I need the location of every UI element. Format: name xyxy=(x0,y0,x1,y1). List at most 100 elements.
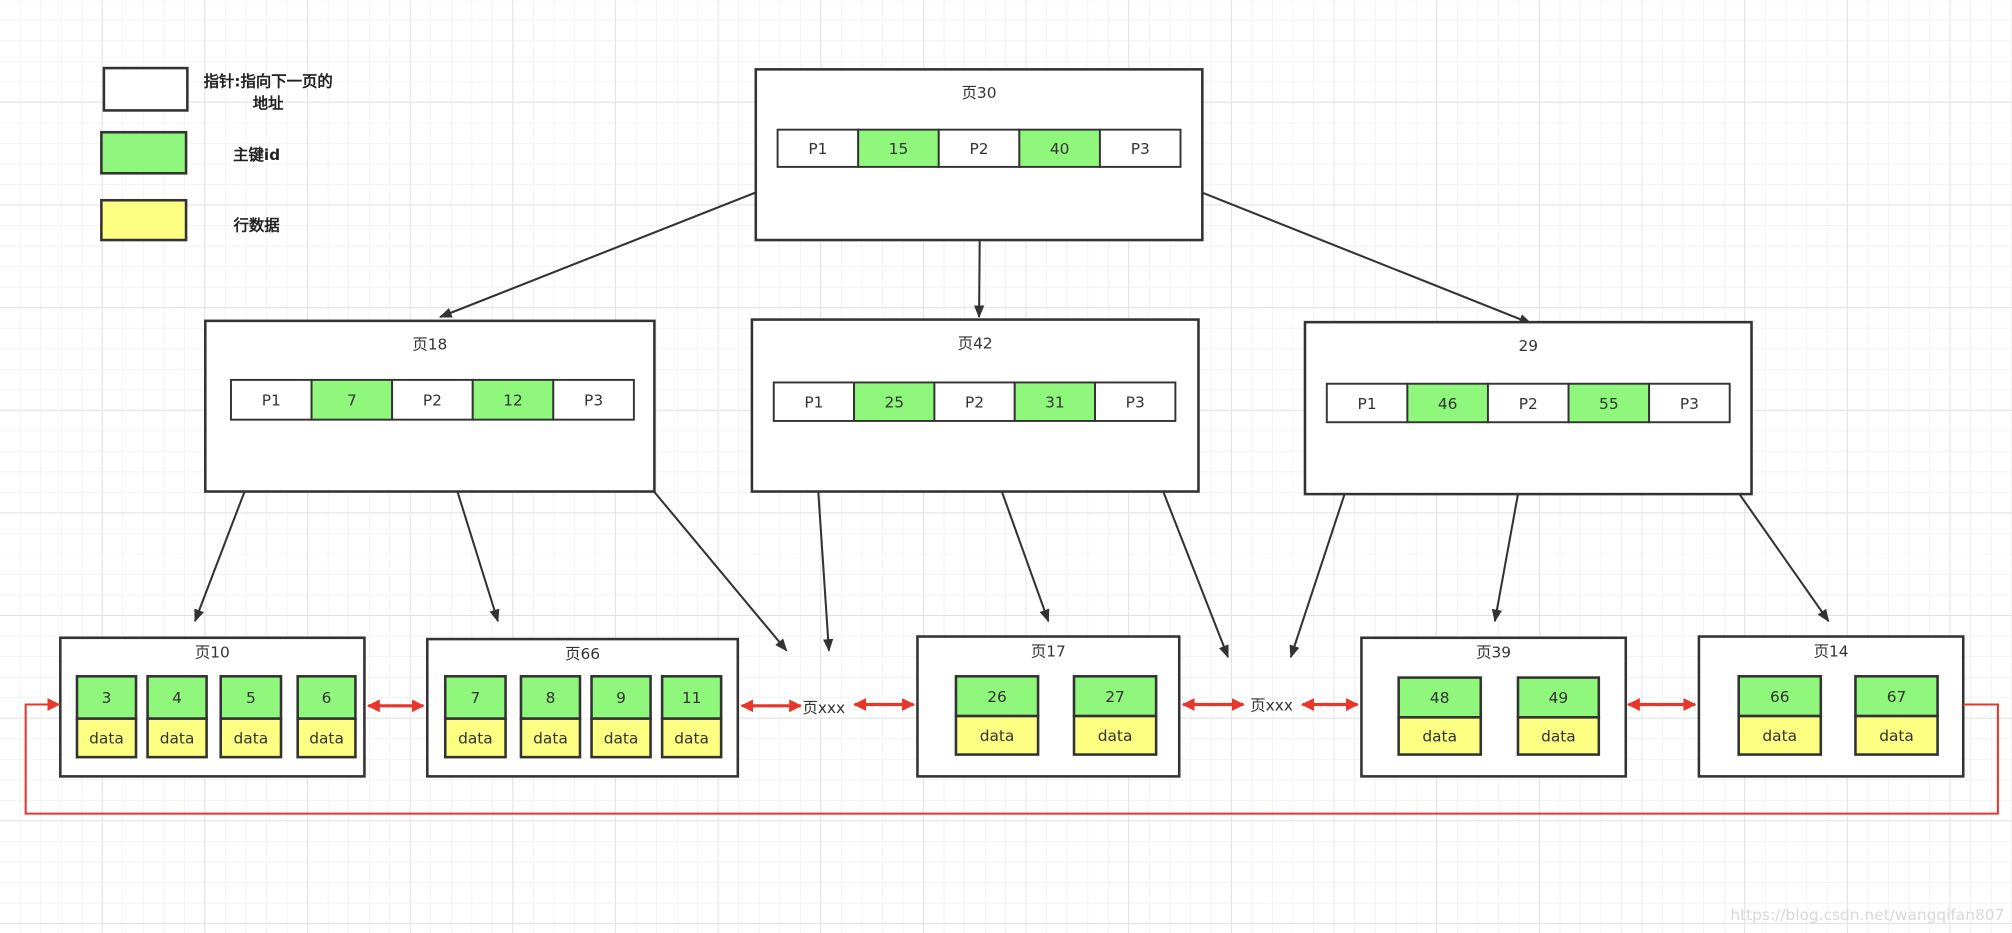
record-data: data xyxy=(309,730,344,748)
record-data: data xyxy=(234,730,269,748)
legend-data-swatch xyxy=(100,198,188,242)
record-key-cell xyxy=(443,675,507,720)
legend-data-label: 行数据 xyxy=(233,215,281,234)
placeholder-page-label: 页xxx xyxy=(1250,696,1293,714)
record-key: 49 xyxy=(1549,689,1569,707)
record-data: data xyxy=(533,730,568,748)
record-data-cell xyxy=(519,717,582,759)
record-key: 7 xyxy=(471,689,481,707)
pointer-label: P1 xyxy=(808,140,827,158)
key-value: 25 xyxy=(884,393,904,411)
key-value: 55 xyxy=(1599,395,1619,413)
record-data: data xyxy=(1098,727,1133,745)
key-cell xyxy=(1013,381,1097,422)
record-data: data xyxy=(604,730,639,748)
record-key: 5 xyxy=(246,689,256,707)
record-data: data xyxy=(160,730,195,748)
pointer-label: P1 xyxy=(262,392,281,410)
leaf-page-title: 页14 xyxy=(1814,642,1849,660)
pointer-label: P2 xyxy=(970,140,989,158)
pointer-label: P2 xyxy=(965,393,984,411)
record-key-cell xyxy=(1737,675,1823,718)
record-data-cell xyxy=(1516,716,1601,756)
key-cell xyxy=(1567,382,1651,424)
record-data-cell xyxy=(75,717,138,759)
pointer-label: P1 xyxy=(1358,395,1377,413)
record-data-cell xyxy=(1072,714,1158,756)
record-data-cell xyxy=(146,717,208,759)
root-page-title: 页30 xyxy=(962,84,997,102)
record-key-cell xyxy=(954,675,1040,718)
record-data-cell xyxy=(1854,714,1939,756)
pointer-cell xyxy=(552,378,635,421)
pointer-label: P2 xyxy=(1519,395,1538,413)
record-key: 48 xyxy=(1430,689,1450,707)
pointer-cell xyxy=(1098,128,1182,168)
key-value: 15 xyxy=(889,140,909,158)
key-cell xyxy=(1406,382,1489,424)
pointer-cell xyxy=(776,128,860,168)
watermark: https://blog.csdn.net/wangqifan807 xyxy=(1730,906,2004,924)
record-key: 11 xyxy=(682,689,702,707)
pointer-cell xyxy=(1648,382,1731,424)
record-data: data xyxy=(674,730,709,748)
pointer-cell xyxy=(230,378,313,421)
pointer-label: P2 xyxy=(423,392,442,410)
record-key-cell xyxy=(519,675,582,720)
pointer-label: P1 xyxy=(804,393,823,411)
record-key: 26 xyxy=(987,688,1007,706)
record-data-cell xyxy=(443,717,507,759)
key-value: 7 xyxy=(347,392,357,410)
pointer-label: P3 xyxy=(1680,395,1699,413)
record-data-cell xyxy=(660,717,723,759)
pointer-cell xyxy=(933,381,1016,422)
record-key: 27 xyxy=(1105,688,1125,706)
record-data-cell xyxy=(954,714,1040,756)
record-data: data xyxy=(458,730,493,748)
legend-key-swatch xyxy=(100,130,188,175)
record-key: 3 xyxy=(102,689,112,707)
key-value: 31 xyxy=(1045,393,1065,411)
record-data: data xyxy=(1879,727,1914,745)
pointer-cell xyxy=(937,128,1021,168)
pointer-label: P3 xyxy=(584,392,603,410)
record-key: 6 xyxy=(322,689,332,707)
record-key-cell xyxy=(590,675,652,720)
record-data-cell xyxy=(1737,714,1823,756)
record-data-cell xyxy=(296,717,357,759)
record-key-cell xyxy=(1516,676,1601,719)
leaf-page-title: 页66 xyxy=(565,645,600,663)
pointer-label: P3 xyxy=(1126,393,1145,411)
record-key-cell xyxy=(1072,675,1158,718)
record-data: data xyxy=(1541,728,1576,746)
key-cell xyxy=(853,381,936,422)
record-data-cell xyxy=(590,717,652,759)
internal-page-title: 页42 xyxy=(958,334,993,352)
record-key-cell xyxy=(75,675,138,720)
record-data-cell xyxy=(219,717,283,759)
legend-pointer-swatch xyxy=(102,66,189,112)
legend-key-label: 主键id xyxy=(233,145,280,164)
key-value: 12 xyxy=(503,392,523,410)
placeholder-page-label: 页xxx xyxy=(802,699,845,717)
legend-pointer-label-2: 地址 xyxy=(253,94,284,113)
record-data: data xyxy=(1422,728,1457,746)
key-value: 40 xyxy=(1050,140,1070,158)
pointer-cell xyxy=(391,378,474,421)
record-data: data xyxy=(980,727,1015,745)
pointer-arrow xyxy=(1140,167,1533,325)
pointer-cell xyxy=(1094,381,1177,422)
record-data: data xyxy=(89,730,124,748)
internal-page-title: 页18 xyxy=(412,336,447,354)
record-key: 66 xyxy=(1770,688,1790,706)
record-data: data xyxy=(1762,727,1797,745)
pointer-cell xyxy=(1325,382,1409,424)
record-data-cell xyxy=(1397,716,1483,756)
internal-page-title: 29 xyxy=(1518,337,1538,355)
record-key: 4 xyxy=(172,689,182,707)
record-key: 9 xyxy=(616,689,626,707)
leaf-page-title: 页39 xyxy=(1476,644,1511,662)
leaf-page-title: 页17 xyxy=(1031,642,1066,660)
leaf-page-title: 页10 xyxy=(195,644,230,662)
